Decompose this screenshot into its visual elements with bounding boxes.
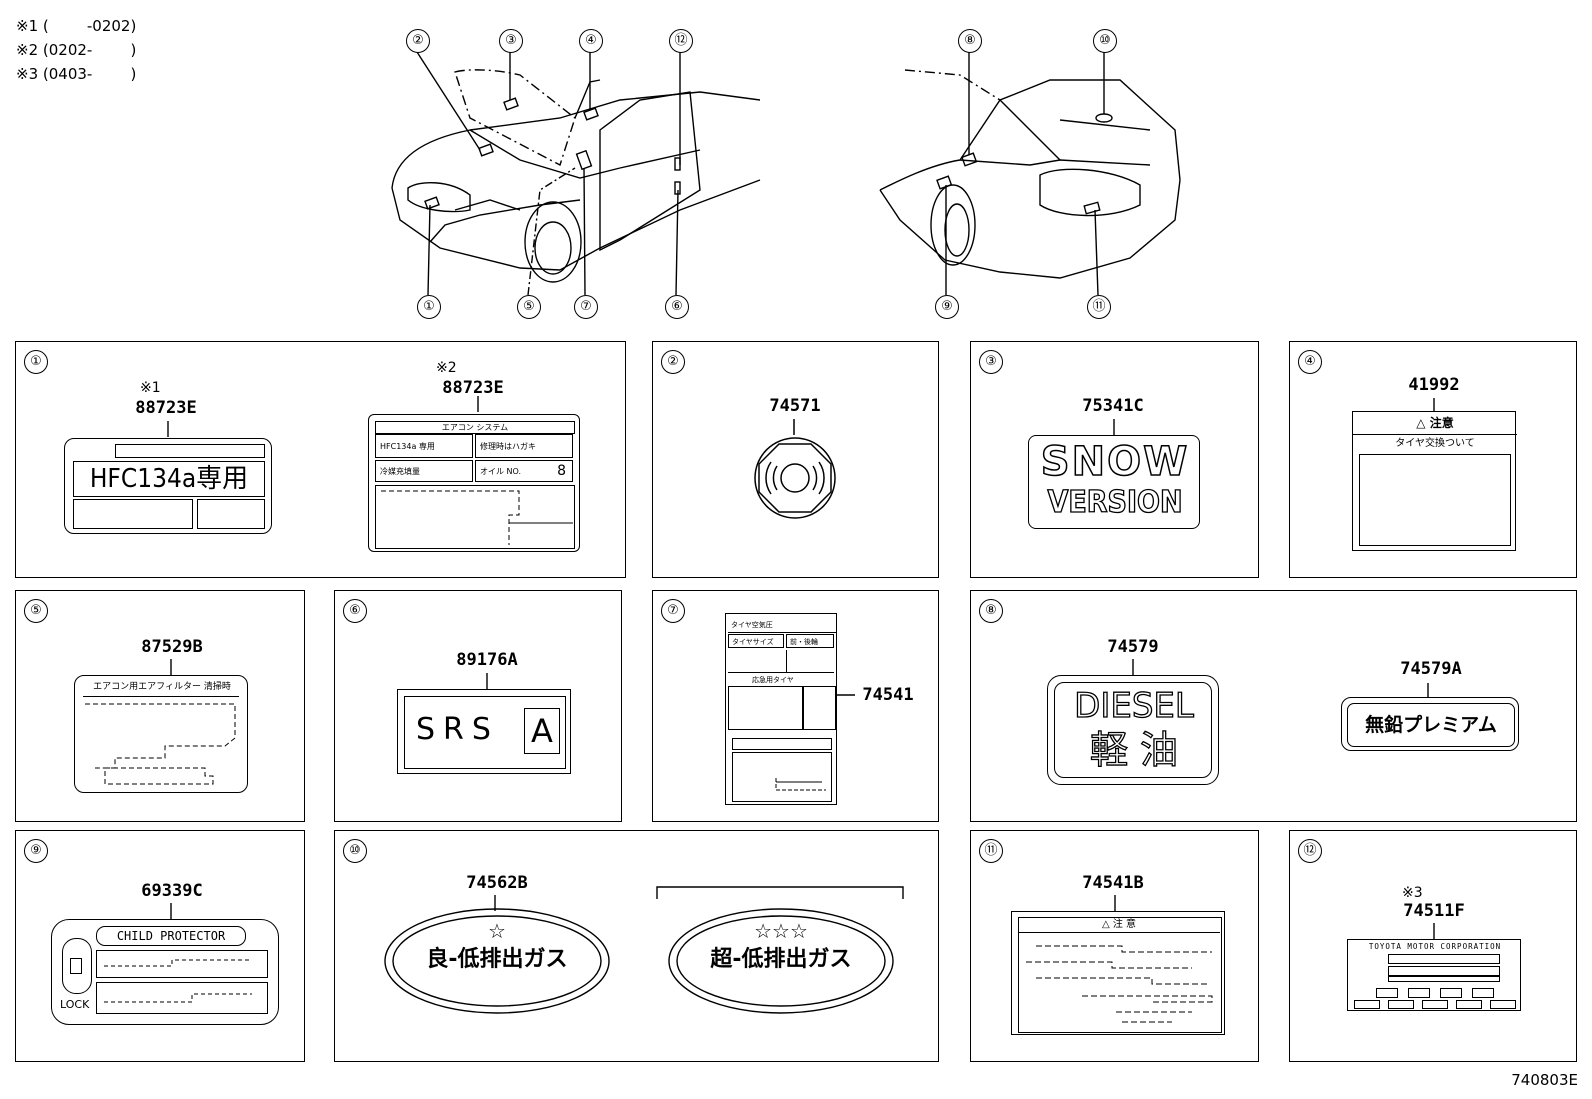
callout-5: ⑤ [517,295,541,319]
part-number: 89176A [456,650,518,670]
callout-4: ④ [579,29,603,53]
front-car-illustration [391,51,1181,296]
star-icon: ☆☆☆ [754,919,808,943]
callout-10: ⑩ [1093,29,1117,53]
panel-8: ⑧ 74579 DIESEL 軽 油 74579A 無鉛プレミアム [970,590,1577,822]
callout-7: ⑦ [574,295,598,319]
panel-7: ⑦ タイヤ空気圧 タイヤサイズ 前・後輪 応急用タイヤ 74541 [652,590,939,822]
panel-3: ③ 75341C SNOW VERSION [970,341,1259,578]
panel-12: ⑫ ※3 74511F TOYOTA MOTOR CORPORATION [1289,830,1577,1062]
label-air-filter: エアコン用エアフィルター 清掃時 [74,675,248,793]
panel-4: ④ 41992 △ 注意 タイヤ交換ついて [1289,341,1577,578]
panel-11: ⑪ 74541B △ 注 意 [970,830,1259,1062]
panel-4-number: ④ [1298,350,1322,374]
panel-2-number: ② [661,350,685,374]
callout-11: ⑪ [1087,295,1111,319]
part-number: 74579A [1400,659,1462,679]
label-brake-symbol [754,419,836,519]
label-tire-pressure: タイヤ空気圧 タイヤサイズ 前・後輪 応急用タイヤ [725,613,837,805]
panel-5: ⑤ 87529B エアコン用エアフィルター 清掃時 [15,590,305,822]
callout-12: ⑫ [669,29,693,53]
panel-2: ② 74571 [652,341,939,578]
label-caution: △ 注 意 [1011,911,1225,1035]
panel-11-number: ⑪ [979,839,1003,863]
panel-7-number: ⑦ [661,599,685,623]
callout-1: ① [417,295,441,319]
label-text: HFC134a専用 [73,461,265,497]
diagram-id: 740803E [1511,1071,1578,1089]
ref-note-3: ※3 [1402,885,1423,901]
part-number: 74511F [1403,901,1465,921]
note-3: ※3 (0403- ) [16,65,137,83]
label-tire-caution: △ 注意 タイヤ交換ついて [1352,411,1517,551]
label-vehicle-id: TOYOTA MOTOR CORPORATION [1347,939,1521,1011]
callout-8: ⑧ [958,29,982,53]
label-aircon-system: エアコン システム HFC134a 専用 修理時はハガキ 冷媒充填量 オイル N… [368,414,580,552]
note-2: ※2 (0202- ) [16,41,137,59]
part-number: 69339C [141,881,203,901]
label-diesel: DIESEL 軽 油 [1047,675,1219,785]
panel-10-number: ⑩ [343,839,367,863]
part-number: 75341C [1082,396,1144,416]
star-icon: ☆ [488,919,506,943]
panel-5-number: ⑤ [24,599,48,623]
label-hfc134a: HFC134a専用 [64,438,272,534]
part-number: 87529B [141,637,203,657]
panel-10: ⑩ 74562B ☆ 良-低排出ガス ☆☆☆ 超-低排出ガス [334,830,939,1062]
part-number: 41992 [1408,375,1460,395]
panel-9-number: ⑨ [24,839,48,863]
callout-9: ⑨ [935,295,959,319]
callout-3: ③ [499,29,523,53]
label-ultra-low-emission: 超-低排出ガス [710,947,852,972]
ref-note-2: ※2 [436,360,457,376]
note-1: ※1 ( -0202) [16,17,137,35]
label-srs: SRS A [397,689,571,774]
part-number: 74562B [466,873,528,893]
panel-3-number: ③ [979,350,1003,374]
panel-1: ① ※1 88723E HFC134a専用 ※2 88723E エアコン システ… [15,341,626,578]
panel-9: ⑨ 69339C CHILD PROTECTOR LOCK [15,830,305,1062]
panel-6: ⑥ 89176A SRS A [334,590,622,822]
ref-note-1: ※1 [140,380,161,396]
part-number: 74579 [1107,637,1159,657]
label-good-low-emission: 良-低排出ガス [426,947,568,972]
panel-12-number: ⑫ [1298,839,1322,863]
panel-8-number: ⑧ [979,599,1003,623]
label-snow-version: SNOW VERSION [1028,435,1200,529]
panel-1-number: ① [24,350,48,374]
label-child-protector: CHILD PROTECTOR LOCK [51,919,279,1025]
panel-6-number: ⑥ [343,599,367,623]
part-number: 88723E [135,398,197,418]
part-number: 88723E [442,378,504,398]
callout-6: ⑥ [665,295,689,319]
label-premium-unleaded: 無鉛プレミアム [1341,697,1519,751]
part-number: 74541B [1082,873,1144,893]
part-number: 74541 [862,685,914,705]
part-number: 74571 [769,396,821,416]
callout-2: ② [406,29,430,53]
